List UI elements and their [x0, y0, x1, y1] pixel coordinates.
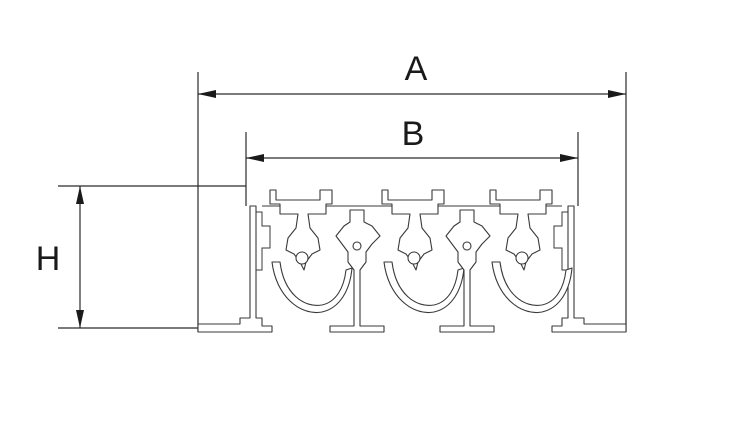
dimension-h-label: H	[36, 240, 61, 278]
left-wall-detail	[256, 211, 271, 271]
dimension-b: B	[246, 115, 578, 162]
grille-profile-section	[197, 189, 627, 333]
outer-frame-flange	[197, 205, 273, 333]
dimension-b-label: B	[402, 115, 425, 153]
right-wall-detail	[553, 211, 568, 271]
extension-lines	[58, 72, 627, 332]
blade-2	[381, 189, 465, 314]
blade-1	[269, 189, 353, 314]
outer-frame-flange-right	[551, 205, 627, 333]
blade-3	[489, 189, 573, 314]
dimension-a-label: A	[405, 50, 428, 88]
dimension-h: H	[36, 186, 84, 328]
dimension-a: A	[198, 50, 626, 98]
spacer-1	[329, 209, 385, 333]
spacer-2	[439, 209, 495, 333]
